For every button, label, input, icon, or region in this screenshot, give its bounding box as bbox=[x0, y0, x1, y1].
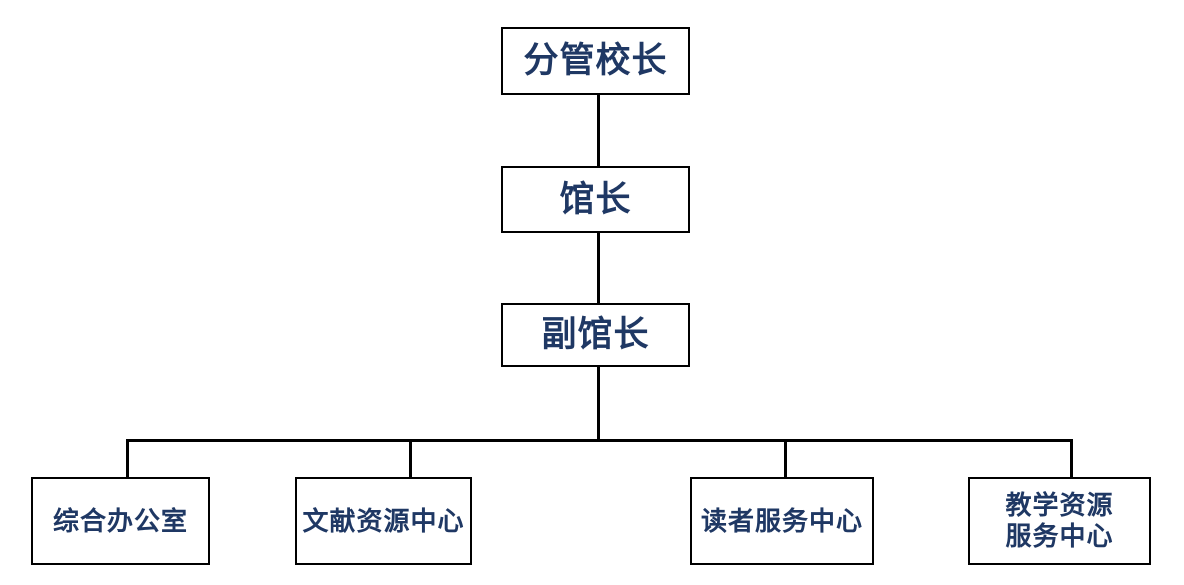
org-node-vice-principal[interactable]: 分管校长 bbox=[501, 27, 690, 95]
org-node-literature-resource-center[interactable]: 文献资源中心 bbox=[295, 477, 472, 565]
org-node-library-director[interactable]: 馆长 bbox=[501, 166, 690, 233]
org-node-reader-service-center[interactable]: 读者服务中心 bbox=[690, 477, 874, 565]
connector-bus-to-literature-resource-center bbox=[409, 439, 412, 478]
connector-vice-principal-to-director bbox=[597, 93, 600, 167]
connector-horizontal-bus bbox=[126, 439, 1073, 442]
connector-bus-to-reader-service-center bbox=[784, 439, 787, 478]
org-node-general-office[interactable]: 综合办公室 bbox=[31, 477, 210, 565]
connector-deputy-to-bus bbox=[597, 365, 600, 441]
org-node-deputy-director[interactable]: 副馆长 bbox=[501, 303, 690, 367]
connector-director-to-deputy bbox=[597, 231, 600, 304]
connector-bus-to-general-office bbox=[126, 439, 129, 478]
org-node-teaching-resource-service-center[interactable]: 教学资源 服务中心 bbox=[968, 477, 1151, 565]
connector-bus-to-teaching-resource-service-center bbox=[1070, 439, 1073, 478]
